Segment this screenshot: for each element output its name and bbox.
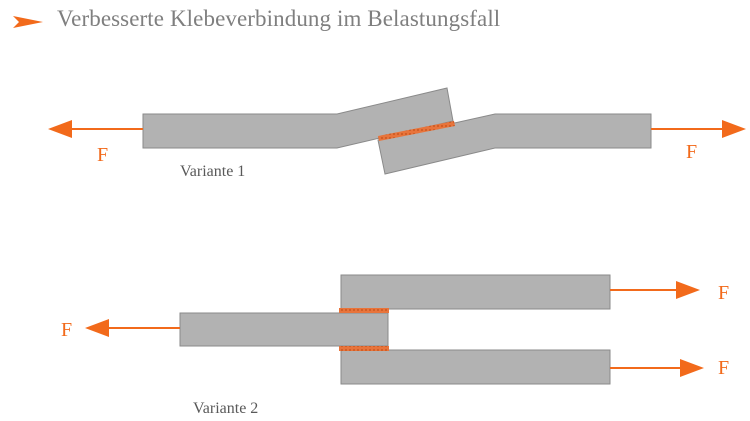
title-bullet-arrow-icon bbox=[13, 16, 43, 28]
variant-2-adhesive-layer-bottom bbox=[339, 346, 389, 351]
variant-2-group: F F F Variante 2 bbox=[61, 274, 729, 417]
variant-1-force-right-label: F bbox=[686, 141, 697, 163]
variant-2-adhesive-layer-top bbox=[339, 308, 389, 313]
variant-2-force-left-arrowhead bbox=[85, 319, 109, 337]
variant-2-force-right-bottom-arrowhead bbox=[680, 359, 704, 377]
variant-1-force-left-arrowhead bbox=[48, 120, 72, 138]
variant-2-label: Variante 2 bbox=[193, 400, 258, 417]
variant-2-bottom-plate bbox=[340, 349, 611, 385]
variant-1-right-part bbox=[377, 113, 652, 175]
variant-1-force-right-arrowhead bbox=[722, 120, 746, 138]
variant-2-force-right-top-arrowhead bbox=[676, 281, 700, 299]
variant-2-force-right-top-label: F bbox=[718, 282, 729, 304]
variant-2-center-plate bbox=[179, 312, 389, 347]
variant-2-force-right-bottom-label: F bbox=[718, 357, 729, 379]
variant-2-top-plate bbox=[340, 274, 611, 310]
variant-1-force-left-label: F bbox=[97, 144, 108, 166]
variant-1-label: Variante 1 bbox=[180, 163, 245, 180]
variant-2-force-left-label: F bbox=[61, 319, 72, 341]
page-title: Verbesserte Klebeverbindung im Belastung… bbox=[57, 6, 501, 31]
variant-1-group: F F Variante 1 bbox=[48, 87, 746, 180]
variant-1-adhesive-layer bbox=[378, 121, 455, 141]
variant-1-left-part bbox=[142, 87, 454, 149]
